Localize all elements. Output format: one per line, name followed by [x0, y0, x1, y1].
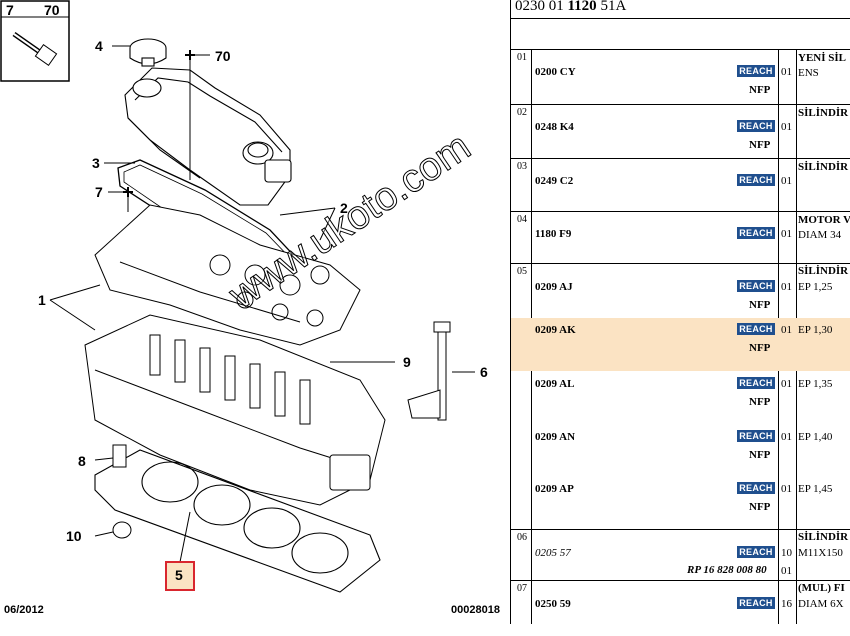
table-row[interactable]: 1180 F9 REACH 01 DIAM 34	[535, 227, 842, 241]
table-row[interactable]: 0200 CY REACH 01 NFP ENS	[535, 65, 819, 96]
reach-badge: REACH	[737, 430, 775, 442]
callout-2[interactable]: 2	[340, 200, 348, 216]
table-row[interactable]: 0209 AL REACH 01 NFP EP 1,35	[535, 377, 833, 408]
callout-9[interactable]: 9	[403, 354, 411, 370]
reach-badge: REACH	[737, 597, 775, 609]
head-gasket	[94, 449, 381, 593]
figure-code: 00028018	[451, 604, 500, 616]
reach-badge: REACH	[737, 227, 775, 239]
callout-7[interactable]: 7	[95, 184, 103, 200]
valve-cover	[124, 67, 292, 206]
group-02: 02 0248 K4 REACH 01 NFP SİLİNDİR	[511, 105, 850, 159]
group-06: 06 SİLİNDİR 0205 57 REACH 10 RP 16 828 0…	[511, 530, 850, 580]
table-row[interactable]: 0209 AJ REACH 01 NFP EP 1,25	[535, 280, 833, 311]
cylinder-head	[84, 314, 386, 506]
group-04: 04 1180 F9 REACH 01 DIAM 34 MOTOR V	[511, 212, 850, 264]
inset-label-qty: 7	[6, 2, 14, 18]
cylinder-head-drawing	[0, 0, 475, 593]
table-row-selected[interactable]: 0209 AK REACH 01 NFP EP 1,30	[511, 318, 850, 371]
head-bolt	[407, 321, 451, 421]
bolt-inset-frame	[0, 0, 70, 82]
callout-10[interactable]: 10	[66, 528, 82, 544]
seal-ring	[112, 521, 132, 539]
reach-badge: REACH	[737, 546, 775, 558]
callout-8[interactable]: 8	[78, 453, 86, 469]
callout-4[interactable]: 4	[95, 38, 103, 54]
table-row[interactable]: 0249 C2 REACH 01	[535, 174, 792, 187]
reach-badge: REACH	[737, 323, 775, 335]
dowel-pin	[112, 444, 127, 468]
callout-3[interactable]: 3	[92, 155, 100, 171]
table-row[interactable]: 0250 59 REACH 16 DIAM 6X	[535, 597, 844, 610]
group-07: 07 (MUL) FI 0250 59 REACH 16 DIAM 6X	[511, 581, 850, 624]
group-05: 05 SİLİNDİR 0209 AJ REACH 01 NFP EP 1,25…	[511, 264, 850, 529]
table-row[interactable]: 0209 AN REACH 01 NFP EP 1,40	[535, 430, 833, 461]
group-01: 01 0200 CY REACH 01 NFP ENS YENİ SİL	[511, 50, 850, 104]
inset-label-ref: 70	[44, 2, 60, 18]
callout-70[interactable]: 70	[215, 48, 231, 64]
panel-divider	[510, 0, 511, 624]
exploded-parts-diagram: 7 70 4 70 3 7 2 1 9 6 8 10 5 06/2012 000…	[0, 0, 500, 616]
reach-badge: REACH	[737, 174, 775, 186]
table-row[interactable]: 0209 AP REACH 01 NFP EP 1,45	[535, 482, 833, 513]
reach-badge: REACH	[737, 482, 775, 494]
callout-6[interactable]: 6	[480, 364, 488, 380]
camshaft-housing	[94, 204, 361, 346]
reach-badge: REACH	[737, 65, 775, 77]
callout-5[interactable]: 5	[175, 567, 183, 583]
table-row[interactable]: 0205 57 REACH 10 RP 16 828 008 80 01 M11…	[535, 546, 843, 577]
bolt-icon	[12, 31, 58, 67]
reach-badge: REACH	[737, 280, 775, 292]
group-03: 03 0249 C2 REACH 01 SİLİNDİR	[511, 159, 850, 213]
parts-table: 0230 01 1120 51A 01 0200 CY REACH 01 NFP…	[511, 0, 850, 624]
reach-badge: REACH	[737, 120, 775, 132]
reach-badge: REACH	[737, 377, 775, 389]
table-row[interactable]: 0248 K4 REACH 01 NFP	[535, 120, 792, 151]
oil-cap	[129, 38, 167, 67]
callout-1[interactable]: 1	[38, 292, 46, 308]
date-code: 06/2012	[4, 604, 44, 616]
selected-callout-frame	[165, 561, 195, 591]
part-number-header: 0230 01 1120 51A	[515, 0, 627, 14]
